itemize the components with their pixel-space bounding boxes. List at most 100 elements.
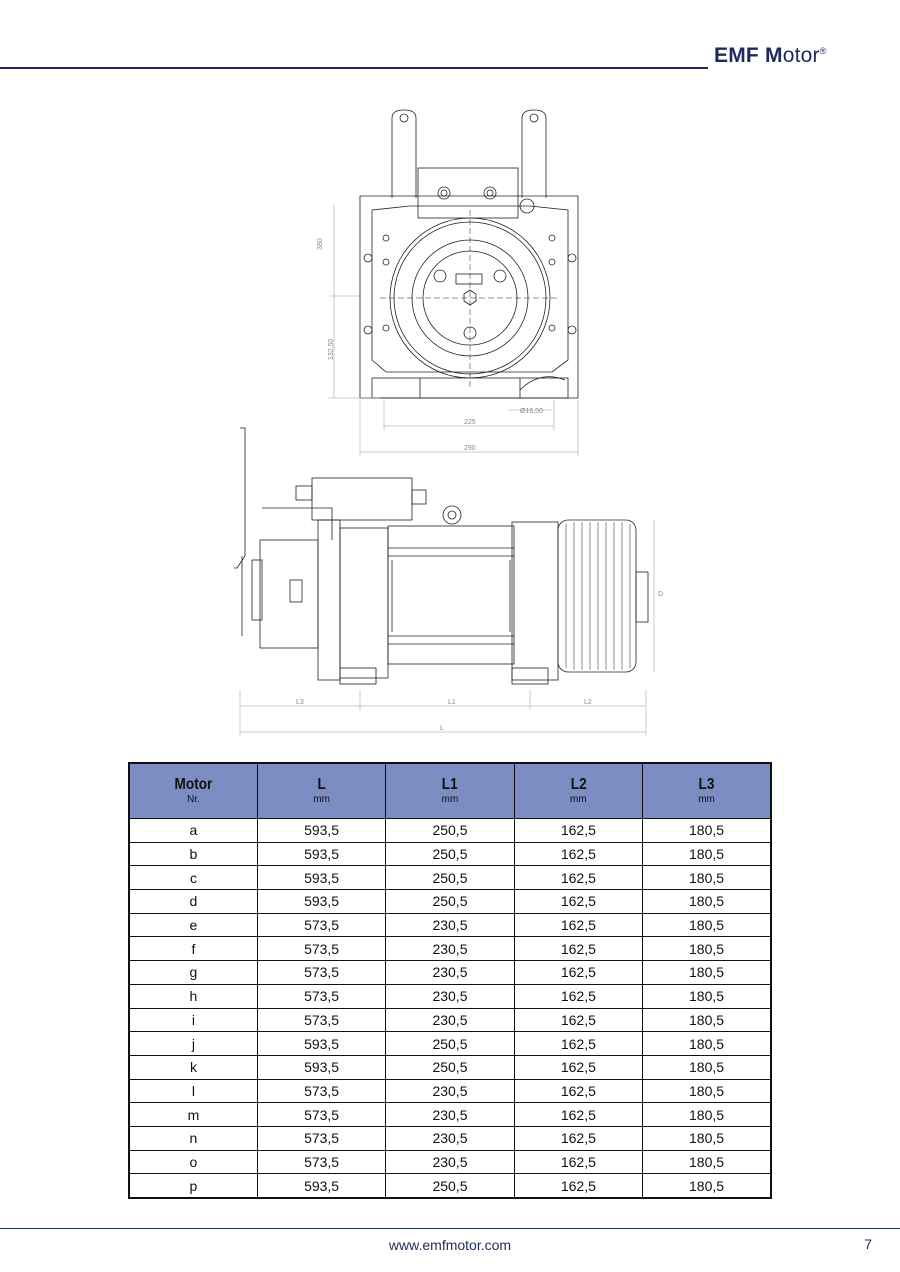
table-cell: k bbox=[128, 1054, 258, 1080]
table-cell: d bbox=[128, 889, 258, 914]
table-cell: 162,5 bbox=[513, 1031, 644, 1056]
table-cell: 180,5 bbox=[642, 1078, 772, 1104]
table-cell: 162,5 bbox=[513, 1173, 644, 1199]
table-cell: 162,5 bbox=[513, 960, 644, 985]
table-cell: 230,5 bbox=[385, 912, 515, 938]
table-cell: 573,5 bbox=[256, 1125, 387, 1151]
table-cell: 180,5 bbox=[642, 912, 772, 938]
footer-rule bbox=[0, 1228, 900, 1229]
table-cell: 180,5 bbox=[642, 936, 772, 962]
front-view: 380 132,50 Ø16,50 225 290 bbox=[317, 109, 579, 456]
table-cell: 162,5 bbox=[513, 841, 644, 867]
table-cell: 162,5 bbox=[513, 936, 644, 962]
side-view: L3 L1 L2 L D bbox=[234, 427, 663, 736]
svg-text:D: D bbox=[658, 591, 663, 598]
table-cell: 180,5 bbox=[642, 1031, 772, 1056]
table-cell: 180,5 bbox=[642, 1007, 772, 1033]
footer-url[interactable]: www.emfmotor.com bbox=[388, 1237, 512, 1253]
svg-text:225: 225 bbox=[464, 419, 476, 426]
table-cell: 162,5 bbox=[513, 983, 644, 1009]
table-cell: m bbox=[128, 1102, 258, 1127]
table-cell: 250,5 bbox=[385, 889, 515, 914]
table-cell: b bbox=[128, 841, 258, 867]
table-cell: g bbox=[128, 960, 258, 985]
table-cell: 180,5 bbox=[642, 1102, 772, 1127]
table-cell: 230,5 bbox=[385, 1149, 515, 1175]
svg-text:290: 290 bbox=[464, 445, 476, 452]
table-cell: 250,5 bbox=[385, 841, 515, 867]
table-cell: 230,5 bbox=[385, 1007, 515, 1033]
table-cell: 573,5 bbox=[256, 960, 387, 985]
svg-text:132,50: 132,50 bbox=[328, 338, 335, 360]
table-cell: l bbox=[128, 1078, 258, 1104]
svg-text:L3: L3 bbox=[296, 699, 304, 706]
table-cell: 180,5 bbox=[642, 865, 772, 891]
emf-motor-logo: EMF Motor® bbox=[714, 44, 827, 67]
table-cell: j bbox=[128, 1031, 258, 1056]
table-cell: 230,5 bbox=[385, 936, 515, 962]
table-cell: o bbox=[128, 1149, 258, 1175]
table-cell: 180,5 bbox=[642, 889, 772, 914]
table-cell: i bbox=[128, 1007, 258, 1033]
table-cell: 162,5 bbox=[513, 865, 644, 891]
table-cell: n bbox=[128, 1125, 258, 1151]
table-cell: 593,5 bbox=[256, 1173, 387, 1199]
header-rule bbox=[0, 67, 708, 69]
table-cell: 250,5 bbox=[385, 1054, 515, 1080]
table-cell: 593,5 bbox=[256, 1031, 387, 1056]
svg-text:L1: L1 bbox=[448, 699, 456, 706]
table-cell: 573,5 bbox=[256, 1102, 387, 1127]
table-cell: 162,5 bbox=[513, 1007, 644, 1033]
table-cell: 180,5 bbox=[642, 1054, 772, 1080]
table-cell: 593,5 bbox=[256, 889, 387, 914]
table-cell: a bbox=[128, 818, 258, 843]
table-cell: 180,5 bbox=[642, 983, 772, 1009]
svg-text:L: L bbox=[440, 725, 444, 732]
svg-text:Ø16,50: Ø16,50 bbox=[520, 408, 543, 415]
table-cell: 230,5 bbox=[385, 1102, 515, 1127]
table-cell: 573,5 bbox=[256, 1149, 387, 1175]
table-cell: 230,5 bbox=[385, 1078, 515, 1104]
table-cell: 180,5 bbox=[642, 960, 772, 985]
table-cell: 250,5 bbox=[385, 818, 515, 843]
table-cell: h bbox=[128, 983, 258, 1009]
table-cell: 573,5 bbox=[256, 1078, 387, 1104]
table-cell: 250,5 bbox=[385, 865, 515, 891]
table-cell: c bbox=[128, 865, 258, 891]
table-cell: 230,5 bbox=[385, 1125, 515, 1151]
table-cell: 573,5 bbox=[256, 936, 387, 962]
table-cell: 180,5 bbox=[642, 1173, 772, 1199]
table-cell: p bbox=[128, 1173, 258, 1199]
table-cell: 162,5 bbox=[513, 1078, 644, 1104]
page-number: 7 bbox=[864, 1236, 872, 1252]
table-cell: 162,5 bbox=[513, 1149, 644, 1175]
table-cell: e bbox=[128, 912, 258, 938]
table-cell: 593,5 bbox=[256, 841, 387, 867]
table-cell: 162,5 bbox=[513, 1125, 644, 1151]
table-cell: 593,5 bbox=[256, 1054, 387, 1080]
table-cell: 162,5 bbox=[513, 818, 644, 843]
svg-text:L2: L2 bbox=[584, 699, 592, 706]
table-cell: 573,5 bbox=[256, 1007, 387, 1033]
table-cell: 162,5 bbox=[513, 912, 644, 938]
table-cell: 180,5 bbox=[642, 1149, 772, 1175]
table-cell: 230,5 bbox=[385, 983, 515, 1009]
table-cell: 162,5 bbox=[513, 1102, 644, 1127]
